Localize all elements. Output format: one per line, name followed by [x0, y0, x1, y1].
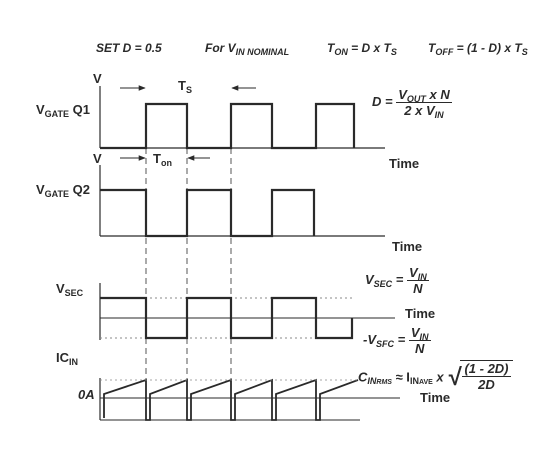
- ts-label: TS: [178, 78, 192, 95]
- gate2-waveform: [100, 188, 316, 238]
- duty-formula: D = VOUT x N 2 x VIN: [372, 87, 452, 120]
- sec-label: VSEC: [56, 281, 84, 298]
- sec-waveform: [100, 296, 354, 340]
- ic-time-label: Time: [420, 390, 451, 405]
- ton-label: Ton: [153, 151, 172, 168]
- gate1-axis-v: V: [93, 71, 102, 86]
- gate2-time-label: Time: [392, 239, 423, 254]
- sqrt-icon: √: [447, 364, 461, 391]
- gate1-time-label: Time: [389, 156, 420, 171]
- toff-equation: TOFF = (1 - D) x TS: [428, 41, 528, 57]
- ic-label: ICIN: [56, 350, 78, 367]
- gate1-waveform: [100, 102, 356, 150]
- gate1-label: VGATE Q1: [36, 102, 90, 119]
- sec-time-label: Time: [405, 306, 436, 321]
- gate2-axis-v: V: [93, 151, 102, 166]
- set-duty-text: SET D = 0.5: [96, 41, 162, 55]
- gate2-label: VGATE Q2: [36, 182, 90, 199]
- vsec-formula: VSEC = VIN N: [365, 265, 429, 296]
- for-vin-text: For VIN NOMINAL: [205, 41, 290, 57]
- ton-equation: TON = D x TS: [327, 41, 397, 57]
- neg-vsec-formula: -VSFC = VIN N: [363, 325, 431, 356]
- ic-waveform: [103, 378, 359, 421]
- cin-formula: CINRMS ≈ IINAVE x √ (1 - 2D) 2D: [358, 360, 513, 396]
- ic-zero-label: 0A: [78, 387, 95, 402]
